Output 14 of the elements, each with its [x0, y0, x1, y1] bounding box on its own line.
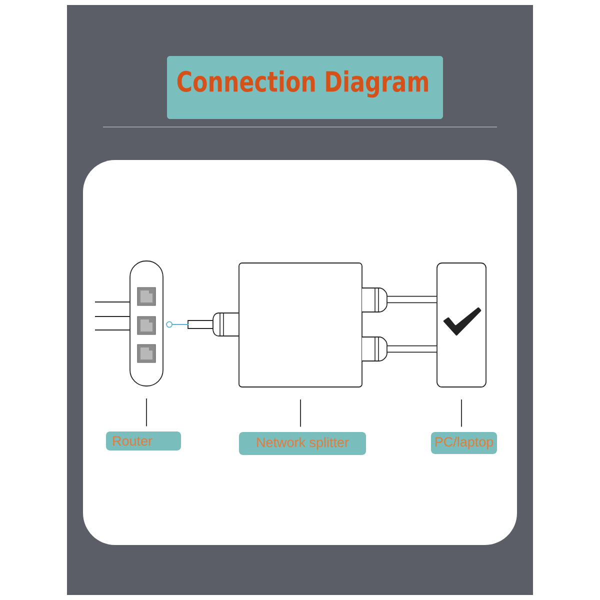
title-banner: Connection Diagram	[167, 56, 443, 119]
leader-line	[461, 399, 462, 428]
label-box: Router	[106, 432, 181, 450]
label-box: PC/laptop	[431, 432, 497, 454]
leader-line	[146, 398, 147, 427]
cable	[172, 324, 189, 325]
splitter-box	[238, 262, 362, 388]
cable	[387, 345, 437, 353]
cable	[387, 296, 437, 304]
ring	[166, 321, 173, 328]
leader-line	[300, 399, 301, 428]
label-box: Network splitter	[239, 432, 366, 455]
cable	[94, 316, 130, 317]
device-box	[436, 262, 486, 388]
